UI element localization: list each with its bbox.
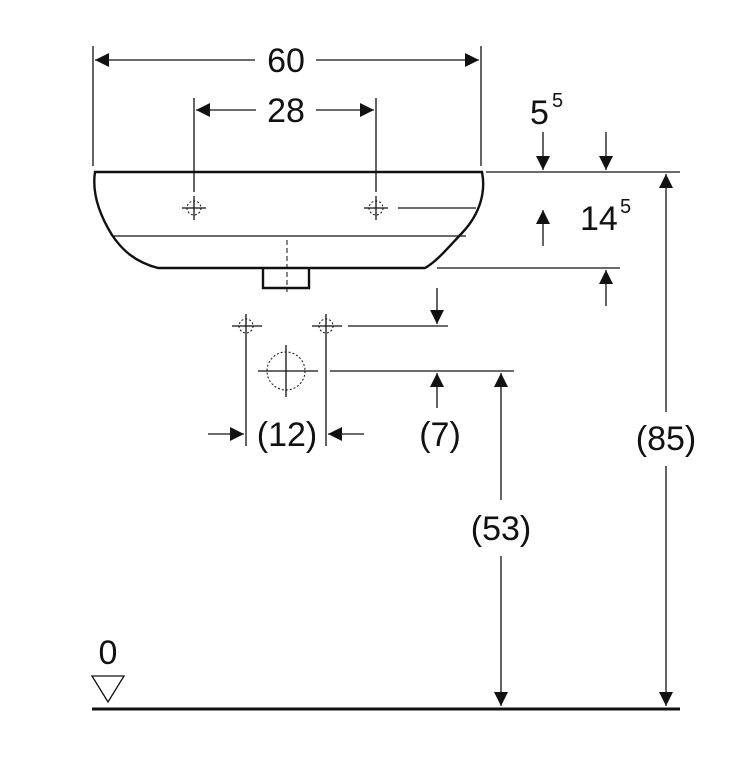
rim-offset-label: 5	[530, 94, 549, 132]
extension-lines	[92, 46, 680, 372]
floor-level-label: 0	[99, 634, 118, 672]
tap-hole-right-icon	[364, 196, 388, 220]
tap-hole-depth-superscript: 5	[620, 196, 631, 218]
basin-outline	[93, 170, 485, 292]
basin-width-label: 60	[267, 42, 305, 80]
tap-hole-left-icon	[182, 196, 206, 220]
rim-offset-superscript: 5	[552, 90, 563, 112]
waste-outlet-icon	[258, 345, 318, 397]
waste-height-label: (53)	[471, 510, 531, 548]
supply-right-icon	[312, 314, 342, 446]
rim-offset-arrows	[536, 132, 613, 170]
waste-offset-label: (7)	[419, 416, 461, 454]
floor-level-triangle-icon	[90, 675, 126, 704]
tap-hole-depth-label: 14	[580, 200, 618, 238]
supply-spacing-label: (12)	[257, 416, 317, 454]
tap-spacing-label: 28	[267, 92, 305, 130]
rim-height-label: (85)	[636, 420, 696, 458]
supply-left-icon	[232, 314, 262, 446]
